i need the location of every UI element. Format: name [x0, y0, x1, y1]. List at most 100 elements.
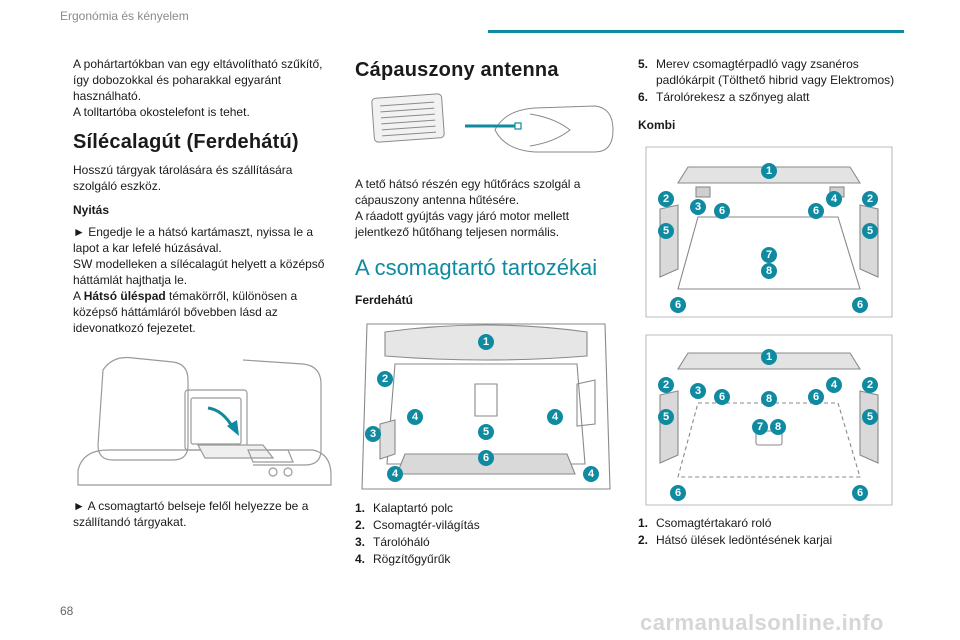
callout-number: 6 [813, 391, 819, 403]
section-heading-shark-fin: Cápauszony antenna [355, 59, 559, 81]
section-heading-boot-accessories: A csomagtartó tartozékai [355, 255, 598, 280]
callout-badge [658, 223, 674, 239]
legend-number: 1. [638, 516, 649, 530]
callout-number: 5 [663, 411, 669, 423]
opening-step-2: ► A csomagtartó belseje felől helyezze b… [73, 498, 335, 530]
callout-badge [862, 223, 878, 239]
subheading-estate: Kombi [638, 118, 676, 132]
callout-badge [862, 409, 878, 425]
callout-badge [583, 466, 599, 482]
callout-number: 5 [867, 225, 873, 237]
legend-item: 1.Kalaptartó polc [355, 500, 617, 516]
callout-badge [387, 466, 403, 482]
callout-badge [478, 424, 494, 440]
callout-number: 4 [392, 468, 399, 480]
callout-number: 7 [766, 249, 772, 261]
callout-badge [761, 163, 777, 179]
legend-number: 5. [638, 57, 649, 71]
shark-fin-desc-2: A ráadott gyújtás vagy járó motor mellet… [355, 209, 570, 239]
callout-badge [862, 191, 878, 207]
intro-line: A pohártartókban van egy eltávolítható s… [73, 57, 323, 71]
opening-step-1-note: SW modelleken a sílécalagút helyett a kö… [73, 257, 325, 287]
callout-number: 4 [588, 468, 595, 480]
callout-number: 6 [675, 487, 681, 499]
legend-item: 4.Rögzítőgyűrűk [355, 551, 617, 567]
callout-badge [862, 377, 878, 393]
callout-number: 2 [867, 193, 873, 205]
legend-item: 2.Csomagtér-világítás [355, 517, 617, 533]
callout-badge [658, 409, 674, 425]
ref-prefix: A [73, 289, 84, 303]
callout-badge [714, 389, 730, 405]
callout-badge [670, 485, 686, 501]
legend-text: Tárolórekesz a szőnyeg alatt [656, 90, 810, 104]
callout-badge [826, 191, 842, 207]
callout-number: 6 [857, 487, 863, 499]
legend-item: 1. Csomagtértakaró roló [638, 515, 900, 531]
page-number: 68 [60, 604, 74, 618]
shark-fin-antenna-icon [371, 93, 614, 153]
callout-badge [770, 419, 786, 435]
callout-badge [547, 409, 563, 425]
callout-number: 1 [766, 165, 772, 177]
callout-number: 2 [663, 379, 669, 391]
callout-number: 8 [775, 421, 781, 433]
callout-number: 6 [857, 299, 863, 311]
callout-badge [761, 391, 777, 407]
callout-badge [752, 419, 768, 435]
shark-fin-desc-1: A tető hátsó részén egy hűtőrács szolgál… [355, 177, 581, 207]
opening-step-1-reference: A Hátsó üléspad témakörről, különösen a … [73, 288, 335, 336]
callout-badge [365, 426, 381, 442]
callout-badge [670, 297, 686, 313]
callout-number: 5 [483, 426, 489, 438]
callout-badge [761, 263, 777, 279]
header-accent-bar [488, 30, 904, 33]
column-right: 5. Merev csomagtérpadló vagy zsanéros pad… [638, 56, 900, 549]
legend-number: 2. [355, 518, 366, 532]
callout-badge [478, 450, 494, 466]
callout-number: 3 [695, 385, 701, 397]
callout-number: 2 [867, 379, 873, 391]
callout-number: 8 [766, 393, 772, 405]
hatchback-legend: 1.Kalaptartó polc 2.Csomagtér-világítás … [355, 500, 617, 567]
callout-badge [852, 297, 868, 313]
callout-number: 4 [552, 411, 559, 423]
callout-number: 4 [831, 379, 838, 391]
callout-number: 6 [675, 299, 681, 311]
estate-legend: 1. Csomagtértakaró roló 2.Hátsó ülések le… [638, 515, 900, 548]
legend-number: 4. [355, 552, 366, 566]
callout-number: 1 [483, 336, 489, 348]
intro-line: A tolltartóba okostelefont is tehet. [73, 105, 250, 119]
legend-text: Tárolóháló [373, 535, 430, 549]
step-1-text: Engedje le a hátsó kartámaszt, nyissa le… [73, 225, 314, 255]
callout-number: 3 [695, 201, 701, 213]
legend-item: 2.Hátsó ülések ledöntésének karjai [638, 532, 900, 548]
legend-text: Kalaptartó polc [373, 501, 454, 515]
rear-seat-armrest-icon [77, 356, 332, 486]
callout-number: 5 [663, 225, 669, 237]
callout-number: 6 [719, 205, 725, 217]
callout-badge [761, 247, 777, 263]
callout-number: 3 [370, 428, 376, 440]
legend-item: 5. Merev csomagtérpadló vagy zsanéros pad… [638, 56, 900, 88]
arrow-bullet-icon: ► [73, 499, 85, 513]
legend-text: Merev csomagtérpadló vagy zsanéros padló… [656, 57, 895, 87]
callout-badge [761, 349, 777, 365]
callout-badge [808, 203, 824, 219]
callout-badge [852, 485, 868, 501]
legend-text: Csomagtértakaró roló [656, 516, 772, 530]
legend-text: Hátsó ülések ledöntésének karjai [656, 533, 833, 547]
callout-badge [407, 409, 423, 425]
legend-item: 6.Tárolórekesz a szőnyeg alatt [638, 89, 900, 105]
callout-badge [690, 199, 706, 215]
callout-number: 5 [867, 411, 873, 423]
ski-tunnel-description: Hosszú tárgyak tárolására és szállításár… [73, 163, 293, 193]
callout-number: 6 [483, 452, 489, 464]
step-2-text: A csomagtartó belseje felől helyezze be … [73, 499, 309, 529]
arrow-bullet-icon: ► [73, 225, 85, 239]
callout-badge [826, 377, 842, 393]
callout-badge [658, 377, 674, 393]
